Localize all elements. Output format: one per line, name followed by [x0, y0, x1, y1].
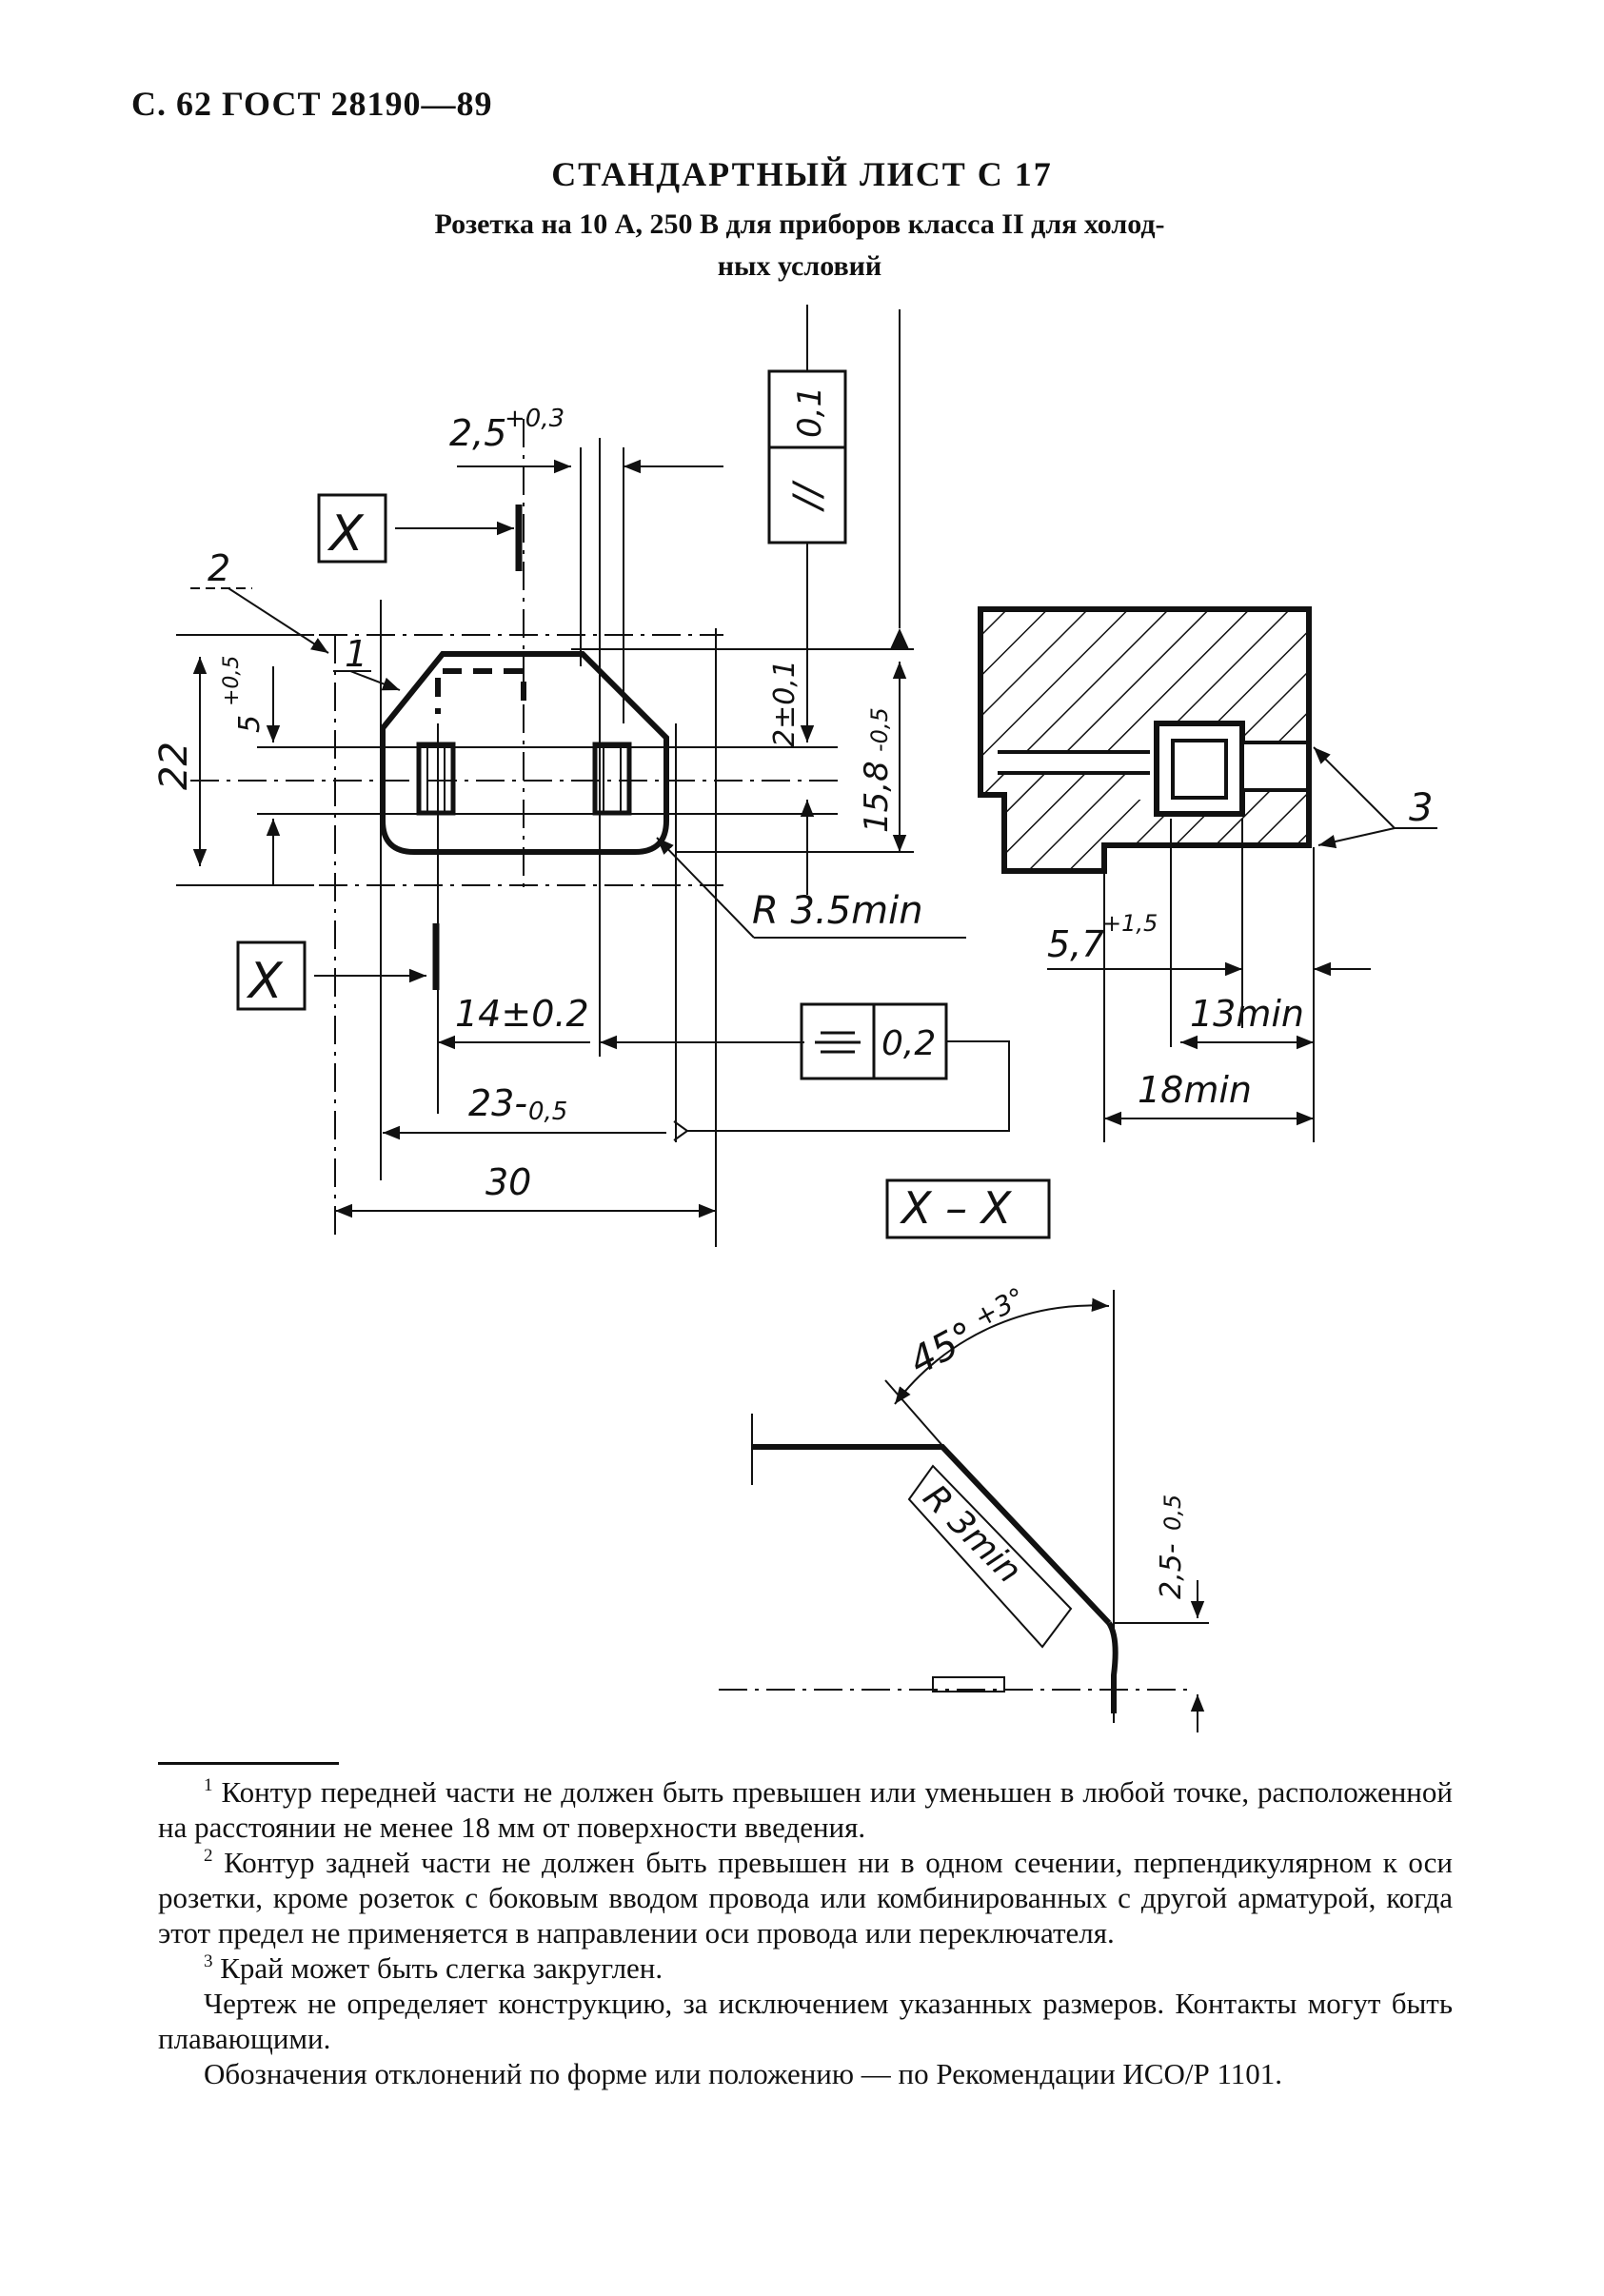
section-view-labels: 3 5,7 +1,5 13min 18min X – X [900, 786, 1433, 1234]
footnote-2-text: Контур задней части не должен быть превы… [158, 1846, 1453, 1950]
ref-3: 3 [1409, 786, 1433, 830]
section-mark-top: X [327, 505, 365, 563]
dim-15-8: 15,8 [858, 761, 896, 833]
subtitle-line-1: Розетка на 10 А, 250 В для приборов клас… [434, 208, 1165, 240]
note-drawing-text: Чертеж не определяет конструкцию, за иск… [158, 1987, 1453, 2055]
section-mark-bottom: X [246, 953, 284, 1010]
dim-23: 23- [468, 1082, 527, 1124]
section-label: X – X [900, 1182, 1013, 1234]
dim-2-5: 2,5 [449, 412, 506, 454]
angle-tol: +3° [969, 1281, 1030, 1334]
page-header: С. 62 ГОСТ 28190—89 [131, 85, 493, 123]
dim-30: 30 [485, 1161, 531, 1203]
radius-3: R 3min [916, 1477, 1029, 1591]
ref-1: 1 [345, 633, 367, 675]
footnote-3-num: 3 [204, 1951, 213, 1971]
dim-5-7: 5,7 [1047, 923, 1104, 965]
dim-2-5-detail: 2,5- [1155, 1543, 1188, 1599]
parallel-tolerance: 0,1 [791, 386, 829, 438]
dim-2-5-tol: +0,3 [505, 405, 564, 433]
note-drawing: Чертеж не определяет конструкцию, за иск… [158, 1986, 1453, 2056]
subtitle-line-2: ных условий [717, 250, 882, 282]
socket-outline [380, 651, 669, 855]
dim-2: 2±0,1 [768, 660, 802, 747]
dim-5-tol: +0,5 [220, 656, 244, 706]
ref-2: 2 [208, 547, 230, 589]
sheet-title: СТАНДАРТНЫЙ ЛИСТ С 17 [551, 155, 1053, 193]
footnote-1-text: Контур передней части не должен быть пре… [158, 1775, 1453, 1844]
footnote-2: 2 Контур задней части не должен быть пре… [158, 1845, 1453, 1950]
dim-5: 5 [233, 715, 267, 733]
footnote-1: 1 Контур передней части не должен быть п… [158, 1774, 1453, 1845]
dim-22: 22 [152, 742, 196, 790]
dim-23-tol: 0,5 [528, 1098, 567, 1126]
technical-drawing: 2,5 +0,3 X X 2 1 22 5 +0,5 // 0,1 2±0,1 … [152, 305, 1437, 1732]
sheet-subtitle: Розетка на 10 А, 250 В для приборов клас… [328, 204, 1271, 287]
angle-dim: 45° [902, 1314, 982, 1384]
dim-13min: 13min [1190, 993, 1304, 1035]
footnote-3: 3 Край может быть слегка закруглен. [158, 1950, 1453, 1986]
contact-slot-right [592, 742, 632, 816]
section-contact [1154, 721, 1245, 817]
footnote-3-text: Край может быть слегка закруглен. [220, 1951, 663, 1985]
front-view-labels: 2,5 +0,3 X X 2 1 22 5 +0,5 // 0,1 2±0,1 … [152, 386, 936, 1203]
parallel-symbol: // [786, 480, 830, 512]
dim-2-5-detail-tol: 0,5 [1159, 1494, 1186, 1531]
detail-view [719, 1290, 1209, 1732]
radius-3-5: R 3.5min [752, 889, 923, 933]
footnotes: 1 Контур передней части не должен быть п… [158, 1774, 1453, 2091]
contact-slot-left [416, 742, 456, 816]
footnote-divider [158, 1762, 339, 1765]
dim-5-7-tol: +1,5 [1102, 910, 1158, 937]
front-view [176, 305, 1010, 1247]
dim-18min: 18min [1138, 1069, 1252, 1111]
section-view [885, 606, 1437, 1239]
footnote-1-num: 1 [204, 1775, 213, 1795]
dim-15-8-tol: -0,5 [866, 707, 893, 752]
note-tolerances: Обозначения отклонений по форме или поло… [158, 2056, 1453, 2091]
dim-14: 14±0.2 [455, 993, 589, 1035]
symmetry-tolerance: 0,2 [881, 1024, 936, 1063]
note-tolerances-text: Обозначения отклонений по форме или поло… [204, 2057, 1283, 2090]
footnote-2-num: 2 [204, 1846, 213, 1866]
